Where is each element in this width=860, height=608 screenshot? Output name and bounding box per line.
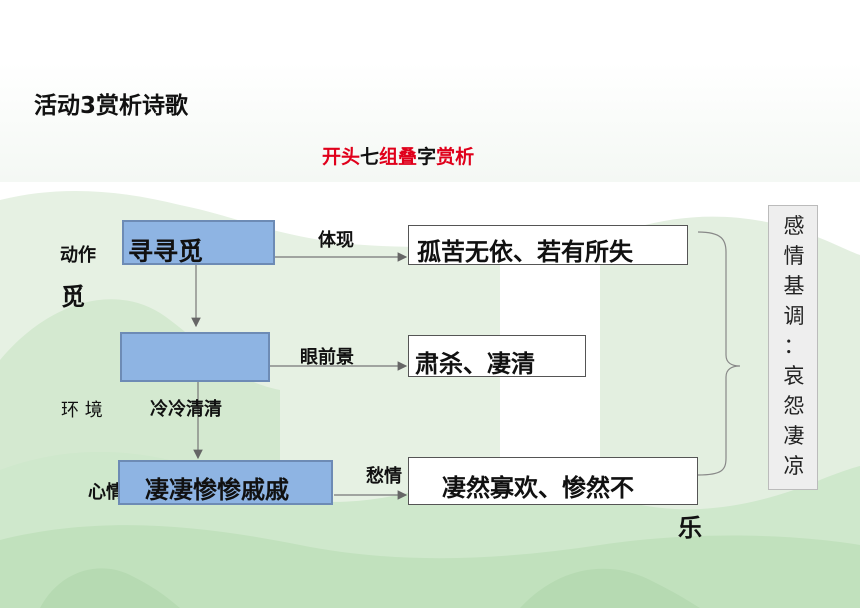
diagram-subtitle: 开头七组叠字赏析 [322, 142, 474, 169]
row2-side-label: 环 境 [61, 400, 103, 421]
row1-result-text: 孤苦无依、若有所失 [417, 238, 633, 266]
subtitle-part: 七 [360, 146, 380, 168]
row3-result-text: 凄然寡欢、惨然不 [442, 474, 634, 502]
row3-result-extra: 乐 [678, 514, 702, 542]
summary-char: 凉 [783, 454, 805, 478]
subtitle-part: 字 [417, 146, 437, 168]
summary-char: 怨 [783, 394, 805, 418]
row1-box-text: 寻寻觅 [128, 237, 204, 266]
page-title: 活动3赏析诗歌 [34, 93, 189, 119]
row2-below-text: 冷冷清清 [150, 399, 222, 420]
summary-panel: 感 情 基 调 ： 哀 怨 凄 凉 [768, 205, 818, 490]
row1-box [122, 220, 275, 265]
row2-result-text: 肃杀、凄清 [415, 350, 535, 378]
row3-box-text: 凄凄惨惨戚戚 [145, 476, 289, 504]
subtitle-part: 组 [379, 146, 399, 168]
summary-char: 调 [783, 304, 805, 328]
row2-link-label: 眼前景 [300, 347, 354, 368]
row1-side-label: 动作 [60, 245, 96, 266]
subtitle-part: 开头 [322, 146, 361, 168]
row1-result-box [408, 225, 688, 265]
background-band [0, 62, 860, 182]
summary-char: ： [783, 334, 805, 358]
row1-side-label-extra: 觅 [61, 283, 85, 311]
row1-link-label: 体现 [318, 230, 354, 251]
summary-char: 哀 [783, 364, 805, 388]
row2-box [120, 332, 270, 382]
row3-link-label: 愁情 [366, 466, 402, 487]
subtitle-part: 叠 [398, 146, 418, 168]
summary-char: 感 [783, 214, 805, 238]
summary-char: 基 [783, 274, 805, 298]
row3-box [118, 460, 333, 505]
subtitle-part: 赏析 [436, 146, 475, 168]
summary-char: 凄 [783, 424, 805, 448]
row3-side-label: 心情 [88, 482, 124, 503]
row3-result-box [408, 457, 698, 505]
summary-char: 情 [783, 244, 805, 268]
row2-result-box [408, 335, 586, 377]
brace [697, 231, 741, 476]
